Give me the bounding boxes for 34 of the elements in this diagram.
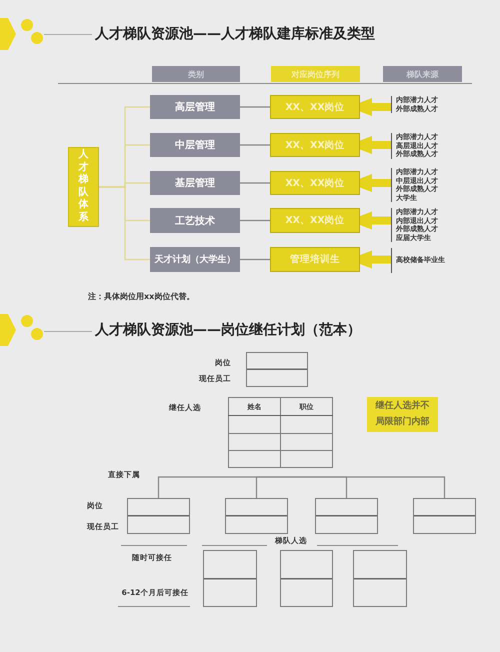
- connector-line: [240, 182, 270, 184]
- position-box: XX、XX岗位: [270, 208, 360, 233]
- connector-line: [256, 476, 298, 498]
- blank-form-box: [280, 550, 333, 607]
- column-header: 类别: [152, 66, 240, 82]
- column-header: 对应岗位序列: [271, 66, 360, 82]
- position-box: 管理培训生: [270, 247, 360, 272]
- connector-line: [240, 144, 270, 146]
- position-box: XX、XX岗位: [270, 133, 360, 157]
- category-box: 高层管理: [150, 95, 240, 119]
- connector-line: [240, 220, 270, 222]
- section-title: 人才梯队资源池——人才梯队建库标准及类型: [95, 25, 375, 43]
- position-box: XX、XX岗位: [270, 171, 360, 195]
- category-box: 基层管理: [150, 171, 240, 195]
- blank-form-box: [353, 550, 407, 607]
- blank-form-box: [315, 498, 378, 534]
- category-box: 天才计划（大学生）: [150, 247, 240, 272]
- category-box: 中层管理: [150, 133, 240, 157]
- connector-line: [240, 106, 270, 108]
- blank-form-box: [127, 498, 190, 534]
- column-header: 梯队来源: [383, 66, 462, 82]
- connector-line: [240, 258, 270, 260]
- section-title: 人才梯队资源池——岗位继任计划（范本）: [95, 322, 361, 340]
- blank-form-box: [203, 550, 257, 607]
- category-box: 工艺技术: [150, 208, 240, 233]
- vertical-label-box: 人才梯队体系: [68, 147, 99, 227]
- connector-line: [298, 476, 446, 498]
- blank-form-box: [225, 498, 288, 534]
- note-box: 继任人选并不局限部门内部: [367, 397, 438, 432]
- footnote: 注：具体岗位用xx岗位代替。: [88, 292, 194, 302]
- blank-form-box: [246, 352, 308, 387]
- connector-line: [99, 186, 150, 260]
- position-box: XX、XX岗位: [270, 95, 360, 119]
- blank-form-box: [413, 498, 476, 534]
